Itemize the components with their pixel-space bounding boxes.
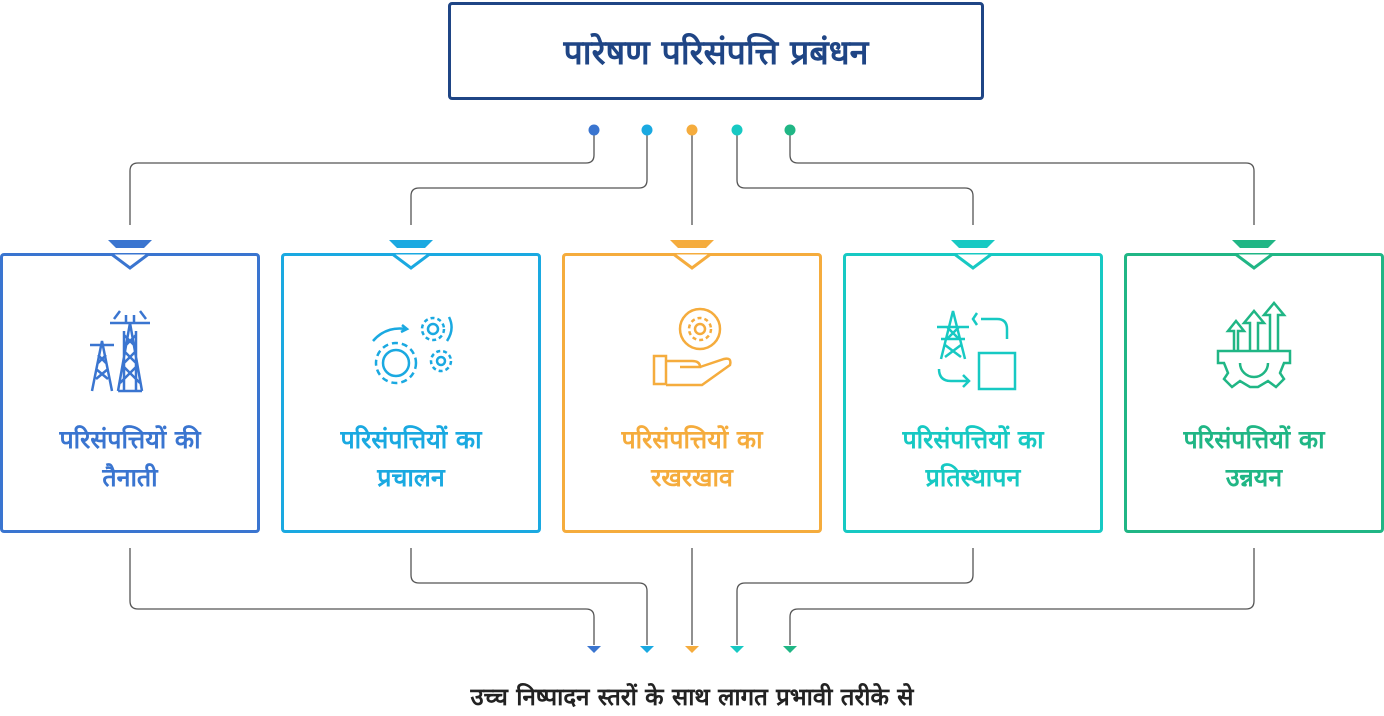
hand-gear-icon xyxy=(652,307,732,387)
arrow-operate xyxy=(640,646,654,653)
stage-card-upgrade: परिसंपत्तियों का उन्नयन xyxy=(1124,253,1384,533)
arrow-maintain xyxy=(685,646,699,653)
footer-caption: उच्च निष्पादन स्तरों के साथ लागत प्रभावी… xyxy=(470,683,914,711)
stage-card-operate: परिसंपत्तियों का प्रचालन xyxy=(281,253,541,533)
dot-replace xyxy=(731,124,743,136)
stage-label-line2: उन्नयन xyxy=(1225,463,1283,492)
stage-card-maintain: परिसंपत्तियों का रखरखाव xyxy=(562,253,822,533)
stage-label-line1: परिसंपत्तियों का xyxy=(1183,425,1325,454)
dot-operate xyxy=(641,124,653,136)
stage-card-deploy: परिसंपत्तियों की तैनाती xyxy=(0,253,260,533)
dot-deploy xyxy=(588,124,600,136)
stage-label-line1: परिसंपत्तियों का xyxy=(340,425,482,454)
page-title: पारेषण परिसंपत्ति प्रबंधन xyxy=(448,2,984,100)
stage-label-line2: तैनाती xyxy=(102,463,158,492)
dot-upgrade xyxy=(784,124,796,136)
gear-upgrade-arrows-icon xyxy=(1216,301,1292,389)
stage-label-line2: रखरखाव xyxy=(651,463,733,492)
tower-replace-icon xyxy=(937,310,1017,391)
arrow-replace xyxy=(730,646,744,653)
gears-icon xyxy=(372,316,453,385)
stage-label-line1: परिसंपत्तियों की xyxy=(59,425,201,454)
transmission-tower-icon xyxy=(90,310,150,393)
dot-maintain xyxy=(686,124,698,136)
stage-card-replace: परिसंपत्तियों का प्रतिस्थापन xyxy=(843,253,1103,533)
stage-label-line2: प्रतिस्थापन xyxy=(925,463,1021,492)
arrow-deploy xyxy=(587,646,601,653)
stage-label-line2: प्रचालन xyxy=(377,463,445,492)
stage-label-line1: परिसंपत्तियों का xyxy=(902,425,1044,454)
stage-label-line1: परिसंपत्तियों का xyxy=(621,425,763,454)
arrow-upgrade xyxy=(783,646,797,653)
